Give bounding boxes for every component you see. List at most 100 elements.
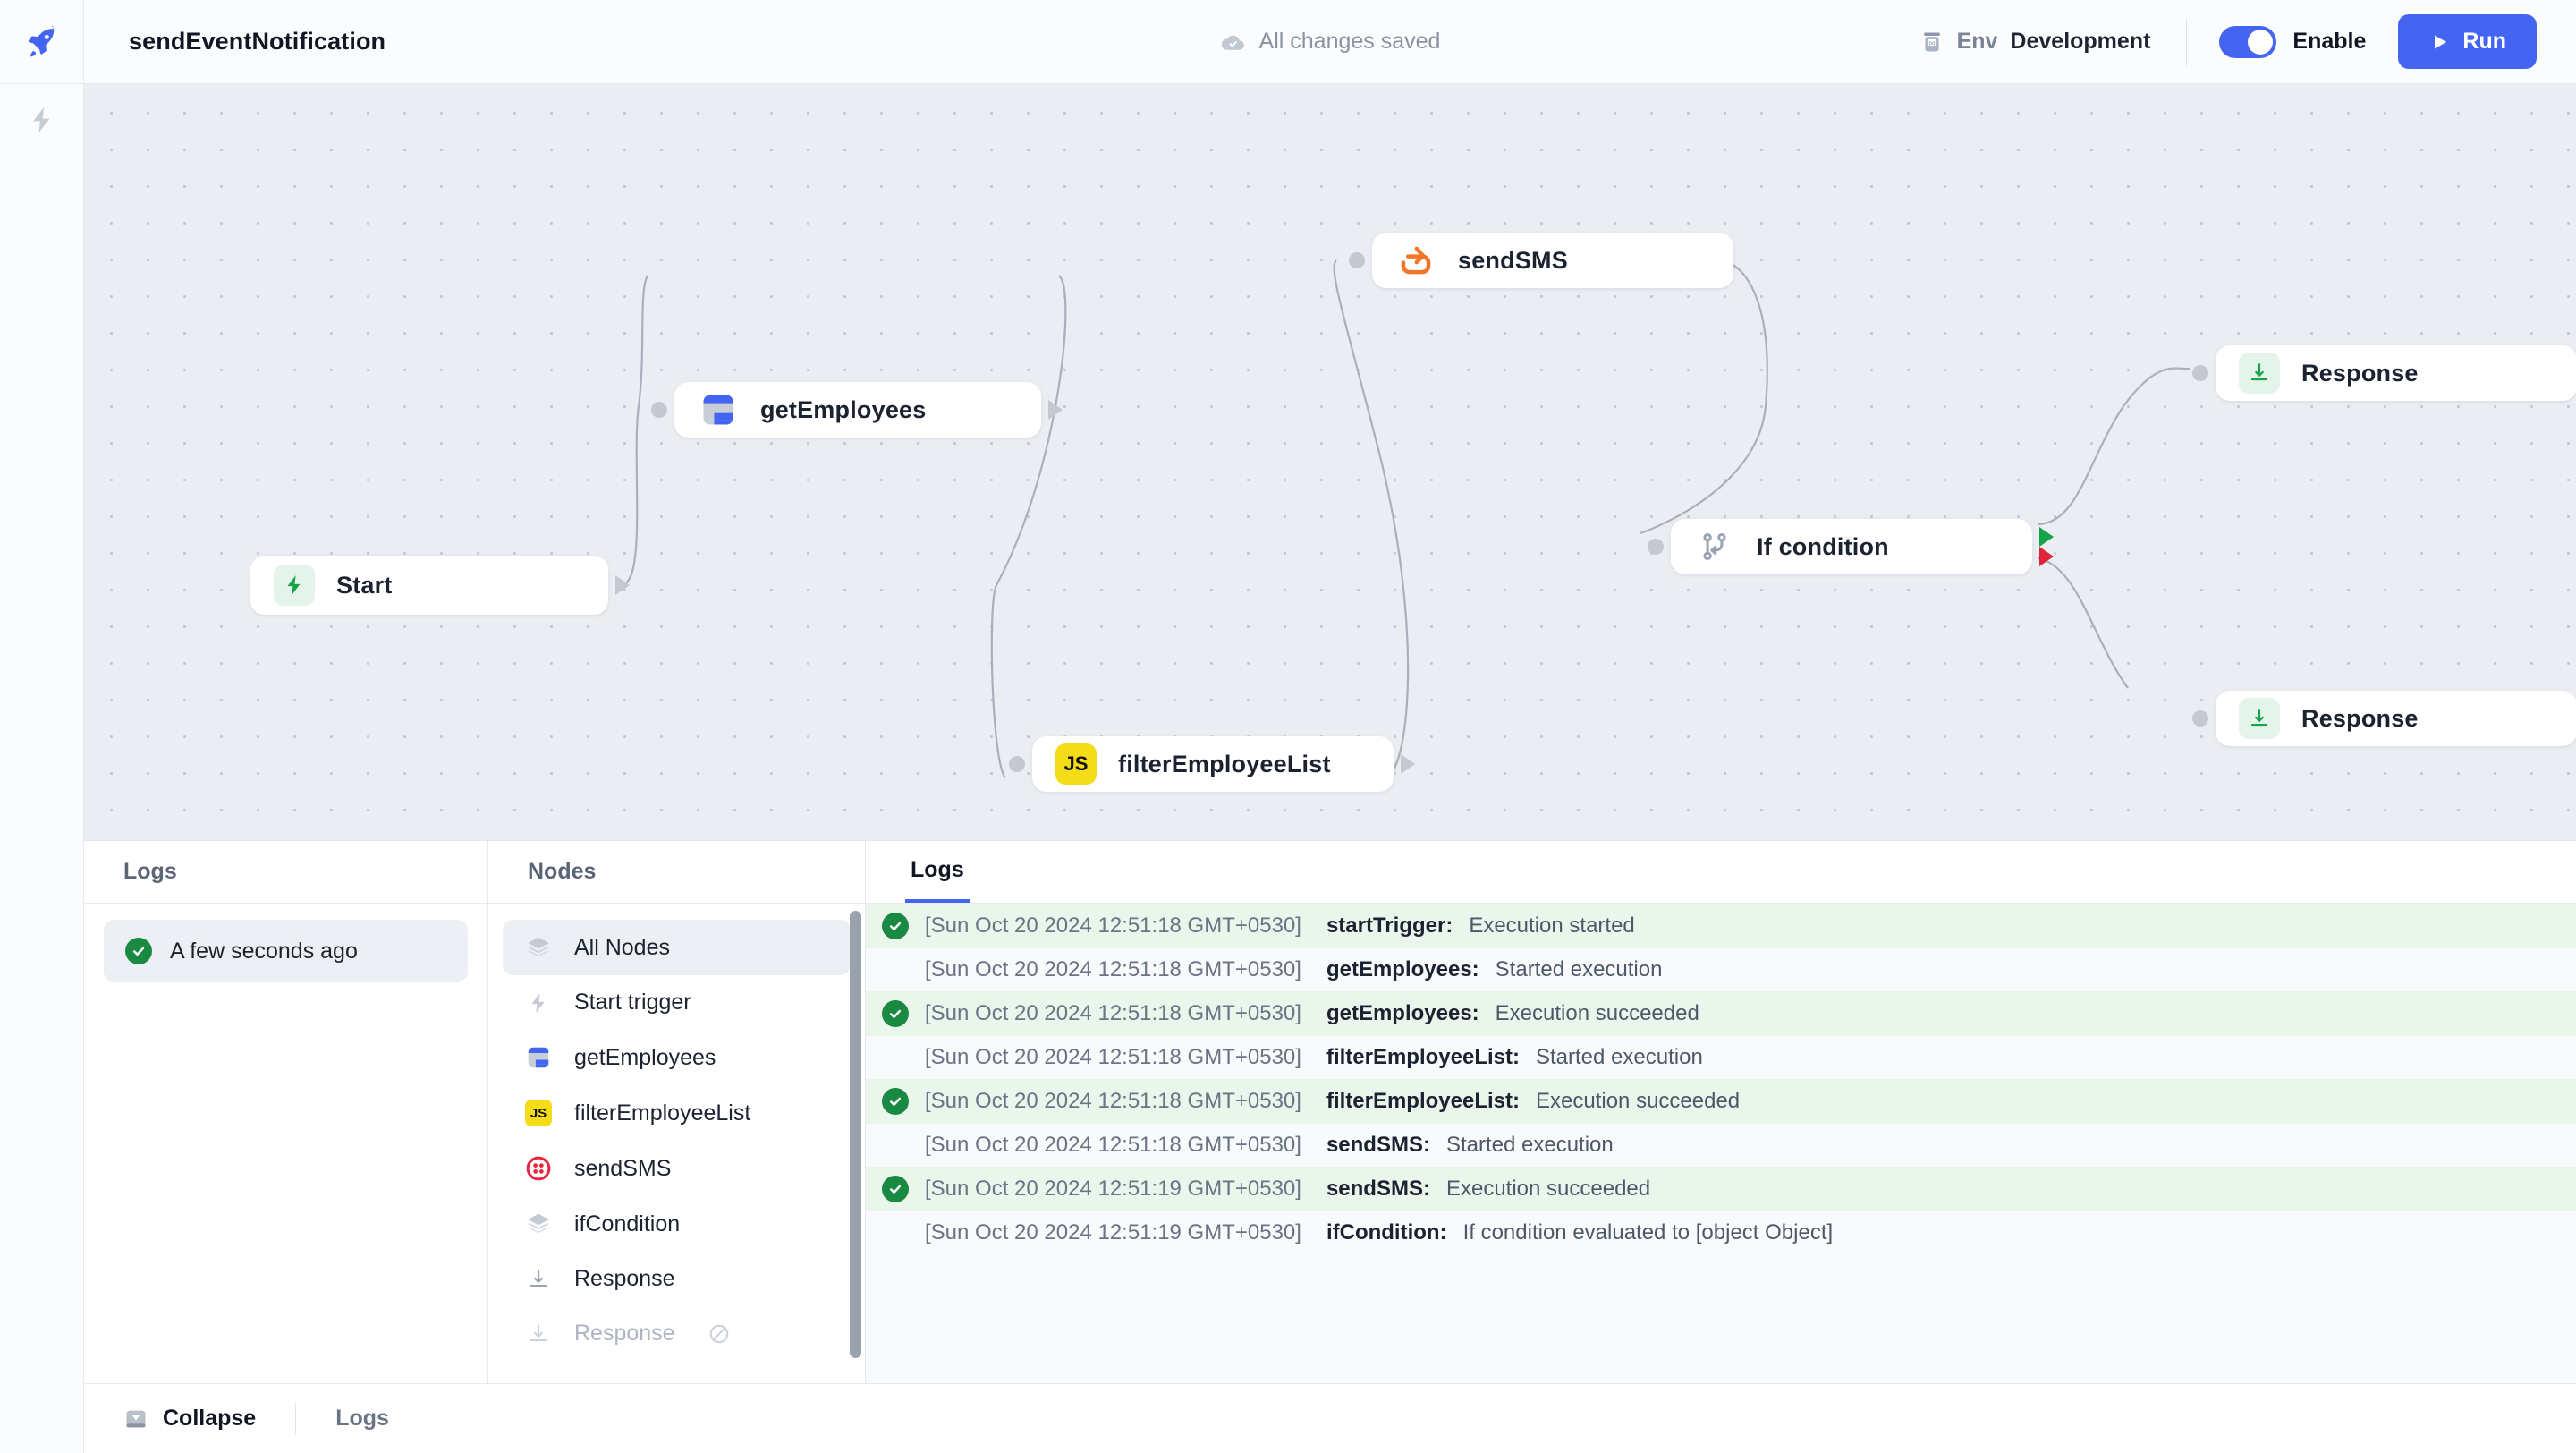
input-handle[interactable] [651,402,667,418]
bottom-bar-logs-tab[interactable]: Logs [335,1406,389,1431]
log-message: Started execution [1536,1045,1703,1069]
env-value: Development [2010,29,2151,54]
log-status-icon [866,913,925,939]
node-list-item-response-2[interactable]: Response [503,1306,851,1361]
edge-getEmployees-to-filterList [990,275,1067,778]
edge-ifCondition-to-responseFalse [2038,557,2129,689]
log-timestamp: [Sun Oct 20 2024 12:51:18 GMT+0530] [925,1045,1301,1069]
tab-logs[interactable]: Logs [905,841,970,903]
log-row: [Sun Oct 20 2024 12:51:19 GMT+0530] ifCo… [866,1211,2576,1254]
rocket-icon [28,25,55,56]
output-handle[interactable] [1048,400,1063,420]
log-node-name: getEmployees: [1326,957,1479,981]
log-timestamp: [Sun Oct 20 2024 12:51:19 GMT+0530] [925,1177,1301,1201]
collapse-button[interactable]: Collapse [123,1406,256,1432]
node-list-item-response-1[interactable]: Response [503,1252,851,1306]
log-row: [Sun Oct 20 2024 12:51:18 GMT+0530] filt… [866,1079,2576,1124]
nodes-panel-scrollbar[interactable] [850,911,861,1358]
run-list-item[interactable]: A few seconds ago [104,920,468,982]
runs-list: A few seconds ago [84,904,487,1383]
canvas-node-getemployees[interactable]: getEmployees [651,382,1063,438]
canvas-node-response-false[interactable]: Response [2192,691,2576,746]
canvas-node-start[interactable]: Start [250,556,630,615]
collapse-panel-icon [123,1406,148,1432]
log-message: If condition evaluated to [object Object… [1462,1220,1834,1245]
canvas-node-ifcondition[interactable]: If condition [1648,519,2054,574]
enable-toggle[interactable] [2219,25,2277,58]
node-list-item-label: All Nodes [574,934,670,960]
no-entry-icon [708,1322,731,1346]
cloud-check-icon [1221,35,1244,50]
node-list-item-ifcondition[interactable]: ifCondition [503,1196,851,1252]
runs-panel-title: Logs [84,841,487,904]
output-handle-true[interactable] [2039,526,2054,547]
input-handle[interactable] [1349,252,1365,268]
save-status: All changes saved [1220,29,1440,55]
log-node-name: filterEmployeeList: [1326,1089,1520,1113]
canvas-node-filteremployeelist[interactable]: JS filterEmployeeList [1009,736,1415,792]
run-button[interactable]: Run [2398,14,2537,69]
run-timestamp: A few seconds ago [170,938,358,964]
runs-panel: Logs A few seconds ago [84,841,488,1383]
input-handle[interactable] [2192,710,2208,726]
node-icon-wrapper [2239,353,2280,394]
environment-selector[interactable]: (x) Env Development [1919,29,2187,55]
canvas-node-response-true[interactable]: Response [2192,345,2576,401]
input-handle[interactable] [1009,756,1025,772]
node-list-item-label: Start trigger [574,990,691,1015]
log-message: Execution succeeded [1445,1177,1651,1201]
layers-icon [522,1211,555,1237]
log-node-name: sendSMS: [1326,1177,1430,1201]
log-message: Started execution [1495,957,1663,981]
log-timestamp: [Sun Oct 20 2024 12:51:18 GMT+0530] [925,1001,1301,1025]
log-entries-list[interactable]: [Sun Oct 20 2024 12:51:18 GMT+0530] star… [866,904,2576,1383]
response-icon [2239,353,2280,394]
log-row: [Sun Oct 20 2024 12:51:18 GMT+0530] getE… [866,991,2576,1036]
node-label: Start [336,571,393,599]
bottom-status-bar: Collapse Logs [84,1383,2576,1453]
log-timestamp: [Sun Oct 20 2024 12:51:18 GMT+0530] [925,1133,1301,1157]
node-list-item-label: Response [574,1266,675,1291]
input-handle[interactable] [2192,365,2208,381]
workflow-canvas[interactable]: Start getEmployees [84,84,2576,840]
lightning-bolt-icon [32,106,49,133]
output-handle[interactable] [615,575,630,595]
node-list-item-all-nodes[interactable]: All Nodes [503,920,851,975]
log-message: Execution started [1469,913,1635,938]
node-list-item-getemployees[interactable]: getEmployees [503,1030,851,1085]
log-node-name: filterEmployeeList: [1326,1045,1520,1069]
app-logo[interactable] [0,0,84,84]
node-icon-wrapper [2239,698,2280,739]
node-list-item-label: sendSMS [574,1155,672,1181]
app-header: sendEventNotification All changes saved … [84,0,2576,84]
log-timestamp: [Sun Oct 20 2024 12:51:19 GMT+0530] [925,1220,1301,1245]
input-handle[interactable] [1648,539,1664,555]
edge-ifCondition-to-responseTrue [2038,367,2191,526]
node-list-item-filteremployeelist[interactable]: JS filterEmployeeList [503,1085,851,1141]
output-handle[interactable] [1401,754,1415,774]
node-icon-wrapper: JS [1055,743,1097,785]
enable-toggle-label: Enable [2292,29,2367,54]
node-list-item-sendsms[interactable]: sendSMS [503,1141,851,1196]
node-icon-wrapper [274,565,315,606]
run-button-label: Run [2462,29,2506,54]
log-row: [Sun Oct 20 2024 12:51:19 GMT+0530] send… [866,1167,2576,1211]
svg-text:(x): (x) [1928,40,1935,46]
log-row: [Sun Oct 20 2024 12:51:18 GMT+0530] filt… [866,1036,2576,1079]
toggle-knob [2248,29,2274,55]
log-timestamp: [Sun Oct 20 2024 12:51:18 GMT+0530] [925,957,1301,981]
log-node-name: sendSMS: [1326,1133,1430,1157]
log-row: [Sun Oct 20 2024 12:51:18 GMT+0530] getE… [866,948,2576,991]
node-list-item-start-trigger[interactable]: Start trigger [503,975,851,1030]
canvas-node-sendsms[interactable]: sendSMS [1349,233,1733,288]
node-label: filterEmployeeList [1118,750,1331,777]
node-list-item-label: ifCondition [574,1211,681,1236]
lightning-bolt-icon [522,991,555,1015]
sidebar-item-triggers[interactable] [0,84,84,156]
output-handle-false[interactable] [2039,547,2054,567]
response-icon [522,1268,555,1291]
nodes-panel-title: Nodes [488,841,865,904]
log-message: Started execution [1445,1133,1614,1157]
log-status-icon [866,1176,925,1202]
